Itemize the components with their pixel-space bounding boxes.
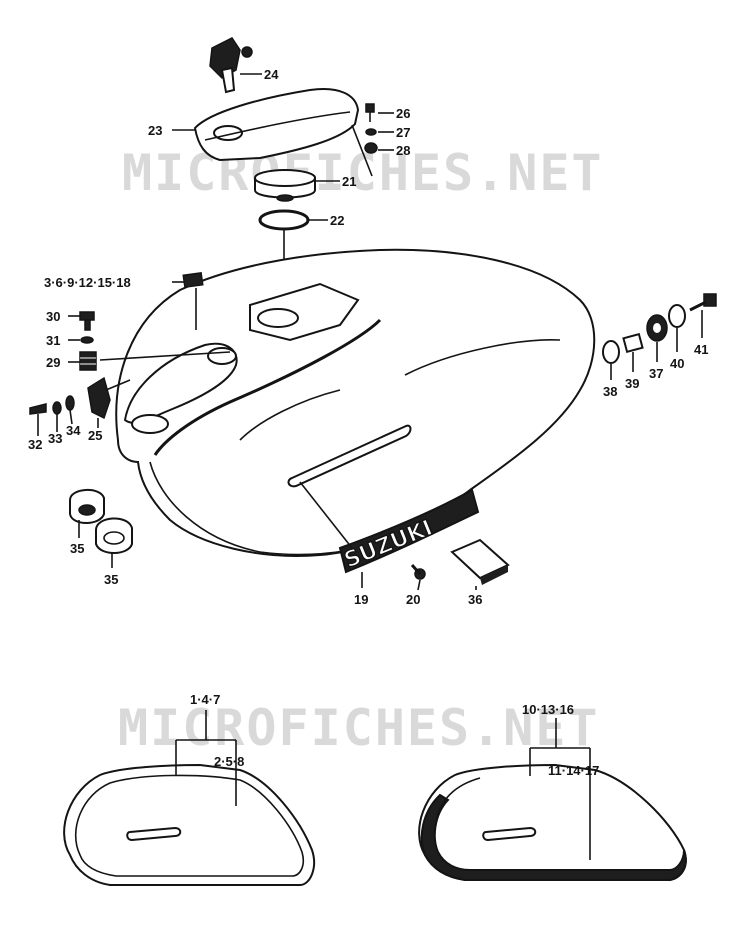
callout-33: 33 xyxy=(48,431,62,446)
watermark-top: MICROFICHES.NET xyxy=(122,144,604,202)
cushion-37 xyxy=(646,314,668,342)
callout-24: 24 xyxy=(264,67,279,82)
callout-34: 34 xyxy=(66,423,81,438)
callout-26: 26 xyxy=(396,106,410,121)
callout-40: 40 xyxy=(670,356,684,371)
callout-32: 32 xyxy=(28,437,42,452)
callout-23: 23 xyxy=(148,123,162,138)
callout-25: 25 xyxy=(88,428,102,443)
callout-10-13-16: 10·13·16 xyxy=(522,702,574,717)
callout-31: 31 xyxy=(46,333,60,348)
bolt-30 xyxy=(79,311,95,331)
callout-29: 29 xyxy=(46,355,60,370)
washer-40 xyxy=(668,304,686,328)
callout-21: 21 xyxy=(342,174,356,189)
callout-35a: 35 xyxy=(70,541,84,556)
callout-19: 19 xyxy=(354,592,368,607)
callout-38: 38 xyxy=(603,384,617,399)
cap-gasket xyxy=(258,209,310,231)
fuel-tank-body xyxy=(115,248,596,557)
callout-1-4-7: 1·4·7 xyxy=(190,692,220,707)
side-panel-right xyxy=(418,718,687,881)
damper-35a xyxy=(69,489,105,524)
callout-30: 30 xyxy=(46,309,60,324)
callout-11-14-17: 11·14·17 xyxy=(548,763,599,778)
collar-39 xyxy=(622,332,644,354)
callout-20: 20 xyxy=(406,592,420,607)
screw-20 xyxy=(410,564,426,580)
callout-3-6-9-12-15-18: 3·6·9·12·15·18 xyxy=(44,275,131,290)
bolt-41 xyxy=(689,293,717,312)
washer-27 xyxy=(365,128,377,136)
side-panel-left xyxy=(63,710,316,886)
small-pad-part xyxy=(182,271,204,289)
washer-33 xyxy=(52,401,62,415)
filler-cap xyxy=(254,169,316,202)
damper-35b xyxy=(95,517,133,554)
screw-32 xyxy=(29,403,47,415)
key-lock-part xyxy=(209,37,253,94)
callout-39: 39 xyxy=(625,376,639,391)
callout-36: 36 xyxy=(468,592,482,607)
watermark-bottom: MICROFICHES.NET xyxy=(118,699,600,757)
callout-35b: 35 xyxy=(104,572,118,587)
grommet-28 xyxy=(364,142,378,154)
filler-cover-plate xyxy=(193,88,360,162)
washer-34 xyxy=(65,395,75,411)
screw-26 xyxy=(365,103,375,122)
cushion-29 xyxy=(79,351,97,371)
callout-22: 22 xyxy=(330,213,344,228)
callout-2-5-8: 2·5·8 xyxy=(214,754,244,769)
callout-41: 41 xyxy=(694,342,708,357)
callout-27: 27 xyxy=(396,125,410,140)
callout-37: 37 xyxy=(649,366,663,381)
rubber-pad-36 xyxy=(450,538,510,585)
washer-38 xyxy=(602,340,620,364)
bracket-25 xyxy=(87,376,111,420)
washer-31 xyxy=(80,336,94,344)
callout-28: 28 xyxy=(396,143,410,158)
